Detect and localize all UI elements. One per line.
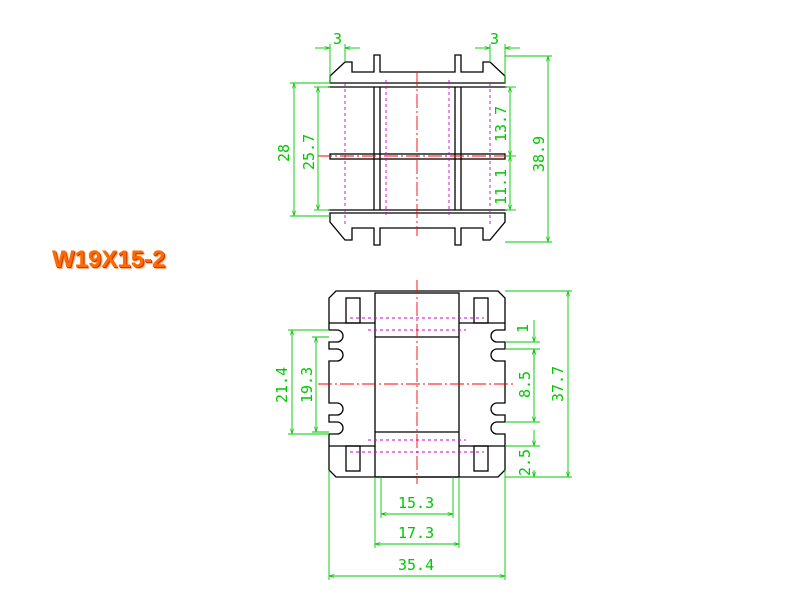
dimension-labels: 3 3 28 25.7 13.7 11.1 38.9 21.4 19.3 1 8…	[273, 30, 567, 574]
dim-35-4: 35.4	[398, 556, 434, 574]
dim-1: 1	[514, 324, 532, 333]
dim-37-7: 37.7	[549, 366, 567, 402]
top-view-centerlines	[318, 72, 516, 236]
top-view-hidden-lines	[344, 80, 491, 225]
dim-11-1: 11.1	[492, 169, 510, 205]
dim-19-3: 19.3	[298, 367, 316, 403]
top-flange-outline	[329, 54, 506, 84]
bottom-view-centerlines	[318, 280, 516, 484]
dim-top-left-3: 3	[333, 30, 342, 48]
dim-13-7: 13.7	[492, 106, 510, 142]
bottom-view-dimension-lines	[288, 290, 572, 580]
dim-38-9: 38.9	[530, 136, 548, 172]
dim-25-7: 25.7	[300, 134, 318, 170]
dim-17-3: 17.3	[398, 524, 434, 542]
dim-8-5: 8.5	[516, 371, 534, 398]
top-view-dimension-lines	[290, 44, 552, 243]
dim-28: 28	[275, 144, 293, 162]
dim-top-right-3: 3	[490, 30, 499, 48]
middle-divider	[329, 153, 506, 160]
dim-2-5: 2.5	[516, 449, 534, 476]
model-title: W19X15-2	[52, 246, 166, 273]
base-outline	[328, 290, 506, 478]
top-view	[328, 54, 507, 246]
bottom-flange-outline	[329, 212, 506, 246]
dim-15-3: 15.3	[398, 494, 434, 512]
dim-21-4: 21.4	[273, 367, 291, 403]
